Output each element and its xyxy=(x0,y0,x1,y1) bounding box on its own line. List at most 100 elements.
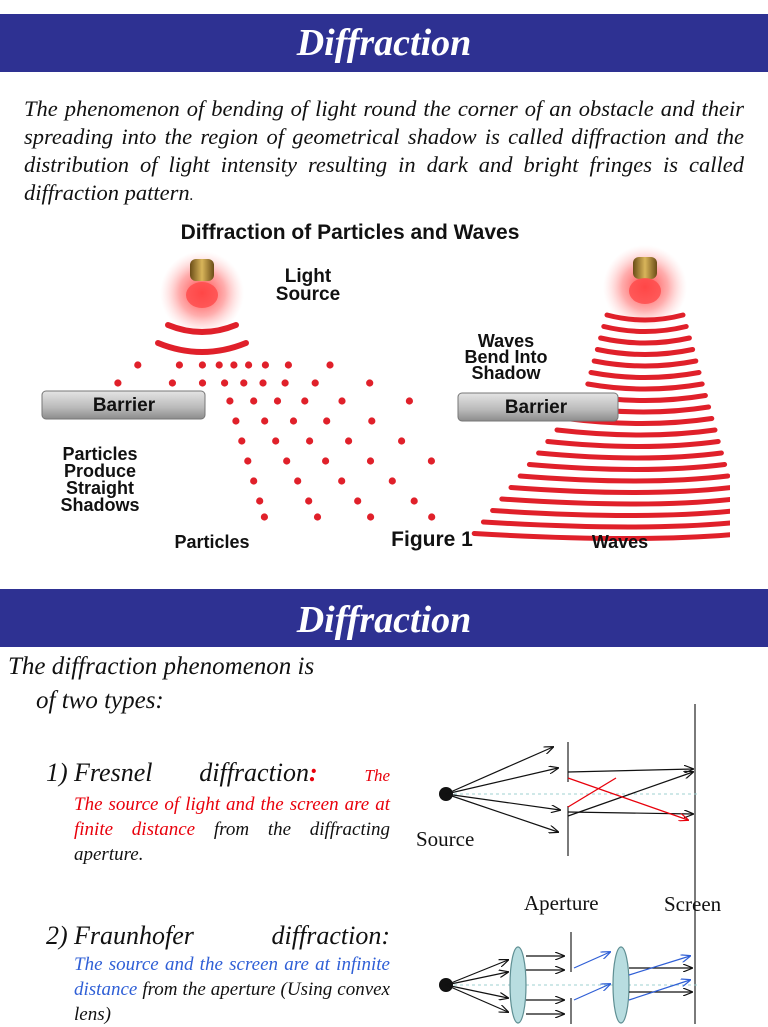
particle-dot xyxy=(354,497,362,505)
types-intro-line2: of two types: xyxy=(36,687,164,714)
wave-arc xyxy=(499,496,730,507)
right-barrier-label: Barrier xyxy=(505,397,568,418)
particle-dot xyxy=(260,513,268,521)
particle-dot xyxy=(221,379,229,387)
lens-two xyxy=(612,946,630,1024)
intro-paragraph: The phenomenon of bending of light round… xyxy=(24,95,744,210)
particle-dot xyxy=(305,497,313,505)
particle-dot xyxy=(398,437,406,445)
waves-note-1: Waves xyxy=(478,331,534,351)
wave-arc xyxy=(480,519,730,530)
fresnel-red-text: The source of light and the screen are a… xyxy=(74,794,390,840)
types-intro: The diffraction phenomenon is of two typ… xyxy=(8,650,390,718)
fresnel-red-lead: The xyxy=(364,766,391,785)
source-label-fresnel: Source xyxy=(416,827,474,851)
particle-dot xyxy=(294,477,302,485)
particle-dot xyxy=(259,379,267,387)
wave-arc xyxy=(517,473,730,484)
wave-arc xyxy=(545,439,721,449)
fresnel-number: 1) xyxy=(46,758,68,787)
wave-arc xyxy=(508,485,730,495)
particle-wavefronts xyxy=(155,322,249,355)
particle-dot xyxy=(306,437,314,445)
particle-dot xyxy=(283,457,291,465)
wave-arc xyxy=(526,462,728,472)
wave-arc xyxy=(594,347,696,357)
fraunhofer-blue-text: The source and the screen are at infinit… xyxy=(74,954,390,1000)
fresnel-description: The source of light and the screen are a… xyxy=(46,792,390,867)
particles-note-1: Particles xyxy=(62,444,137,464)
fresnel-diagram: Source xyxy=(416,704,700,1024)
particles-note-4: Shadows xyxy=(60,495,139,515)
fraunhofer-title: Fraunhofer diffraction: xyxy=(74,921,390,950)
particle-dot xyxy=(323,417,331,425)
fresnel-colon: : xyxy=(309,758,318,787)
right-light-bulb xyxy=(603,245,687,329)
right-barrier: Barrier xyxy=(457,392,619,422)
figure-title: Diffraction of Particles and Waves xyxy=(181,221,520,244)
types-intro-line1: The diffraction phenomenon is xyxy=(8,653,315,680)
fresnel-item: 1) Fresnel diffraction: The The source o… xyxy=(46,757,390,867)
particles-caption: Particles xyxy=(174,532,249,552)
particle-dot xyxy=(427,457,435,465)
particle-dot xyxy=(230,361,238,369)
particle-dot xyxy=(368,417,376,425)
left-barrier-label: Barrier xyxy=(93,395,156,416)
wave-arc xyxy=(471,531,730,541)
particle-dot xyxy=(272,437,280,445)
particle-dot xyxy=(367,513,375,521)
particle-dot xyxy=(238,437,246,445)
particle-dot xyxy=(284,361,292,369)
particle-dot xyxy=(338,397,346,405)
particle-dot xyxy=(311,379,319,387)
particle-dot xyxy=(175,361,183,369)
particle-dot xyxy=(410,497,418,505)
wave-arc xyxy=(591,358,699,369)
fraunhofer-diagram xyxy=(439,932,700,1024)
fraunhofer-rest-text: from the aperture (Using convex lens) xyxy=(74,979,390,1025)
fresnel-title: Fresnel diffraction xyxy=(74,758,310,787)
particle-dot xyxy=(134,361,142,369)
intro-text: The phenomenon of bending of light round… xyxy=(24,96,744,205)
particle-dot xyxy=(388,477,396,485)
fraunhofer-description: The source and the screen are at infinit… xyxy=(46,952,390,1027)
particle-dot xyxy=(261,361,269,369)
particle-stream xyxy=(114,361,436,521)
slide2-title-banner: Diffraction xyxy=(0,589,768,647)
particle-dot xyxy=(198,379,207,387)
particle-dot xyxy=(366,379,374,387)
light-source-line2: Source xyxy=(276,284,340,305)
waves-caption: Waves xyxy=(592,532,648,552)
particle-dot xyxy=(244,457,252,465)
wave-arc xyxy=(598,335,692,346)
slide2-title: Diffraction xyxy=(296,599,472,641)
particle-dot xyxy=(301,397,309,405)
lens-one xyxy=(509,946,527,1024)
particle-dot xyxy=(250,477,258,485)
light-source-line1: Light xyxy=(285,266,332,287)
screen-label: Screen xyxy=(664,892,722,916)
slide1-title-banner: Diffraction xyxy=(0,14,768,72)
fresnel-fraunhofer-diagram: Source Aperture Screen xyxy=(416,704,722,1024)
particle-dot xyxy=(273,397,282,405)
particle-dot xyxy=(232,417,240,425)
particle-dot xyxy=(345,437,353,445)
slide1-title: Diffraction xyxy=(296,22,472,64)
wave-arc xyxy=(585,381,705,392)
left-light-bulb xyxy=(160,251,244,335)
particle-dot xyxy=(281,379,289,387)
particle-dot xyxy=(289,417,298,425)
particle-dot xyxy=(338,477,346,485)
particle-dot xyxy=(366,457,375,465)
fresnel-heading: Fresnel diffraction: The xyxy=(74,757,390,792)
particle-dot xyxy=(198,361,206,369)
wave-arc xyxy=(604,312,686,323)
intro-end: . xyxy=(189,187,194,204)
wave-arc xyxy=(554,427,718,438)
particle-dot xyxy=(256,497,264,505)
particles-note-3: Straight xyxy=(66,478,134,498)
wave-arc xyxy=(588,370,702,380)
particle-dot xyxy=(240,379,248,387)
fraunhofer-item: 2) Fraunhofer diffraction: The source an… xyxy=(46,920,390,1027)
particle-dot xyxy=(261,417,269,425)
